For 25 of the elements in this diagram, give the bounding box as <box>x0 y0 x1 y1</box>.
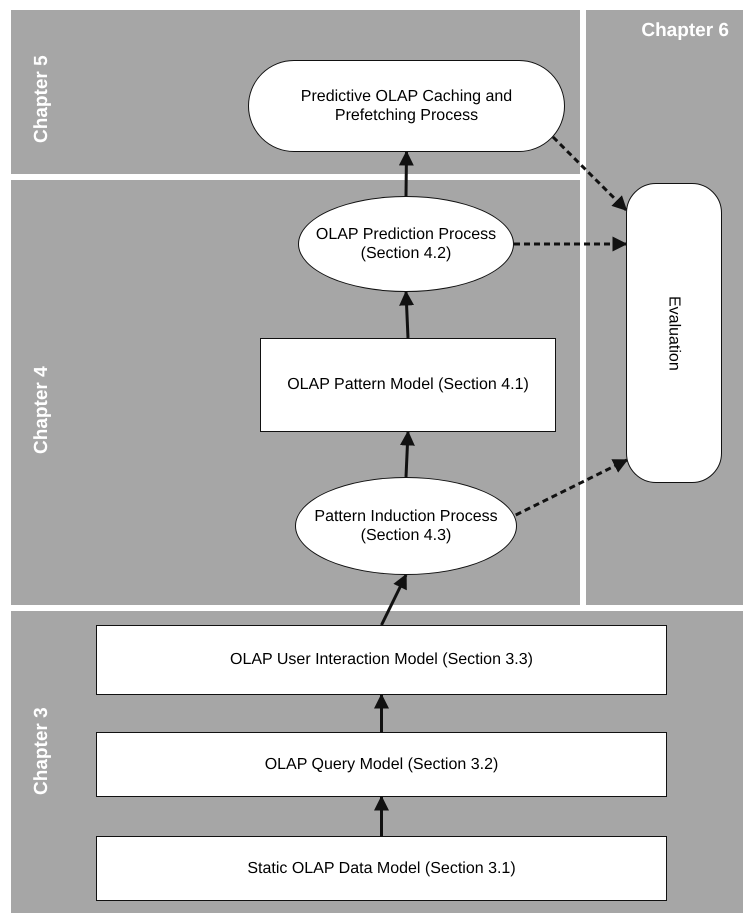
process-oval: Pattern Induction Process (Section 4.3) <box>295 477 517 575</box>
dashed-arrow <box>514 236 628 252</box>
process-box: OLAP Pattern Model (Section 4.1) <box>260 338 556 432</box>
arrow <box>374 796 389 836</box>
process-box: Static OLAP Data Model (Section 3.1) <box>96 836 667 901</box>
process-box: OLAP User Interaction Model (Section 3.3) <box>96 625 667 695</box>
arrow <box>380 574 408 626</box>
chapter-panel <box>11 180 580 605</box>
chapter-label: Chapter 6 <box>641 20 729 42</box>
arrow <box>400 430 415 478</box>
chapter-panel <box>11 611 743 913</box>
arrow <box>398 150 414 196</box>
arrow <box>374 694 389 732</box>
evaluation-box: Evaluation <box>626 183 722 483</box>
chapter-panel <box>586 10 743 605</box>
chapter-panel <box>11 10 580 174</box>
chapter-label: Chapter 3 <box>31 706 53 797</box>
dashed-arrow <box>552 136 628 212</box>
chapter-label: Chapter 4 <box>31 365 53 456</box>
process-oval: OLAP Prediction Process (Section 4.2) <box>298 196 514 292</box>
process-terminal: Predictive OLAP Caching and Prefetching Process <box>248 60 565 152</box>
chapter-label: Chapter 5 <box>31 54 53 145</box>
process-box: OLAP Query Model (Section 3.2) <box>96 732 667 797</box>
arrow <box>399 290 414 338</box>
dashed-arrow <box>515 458 628 516</box>
